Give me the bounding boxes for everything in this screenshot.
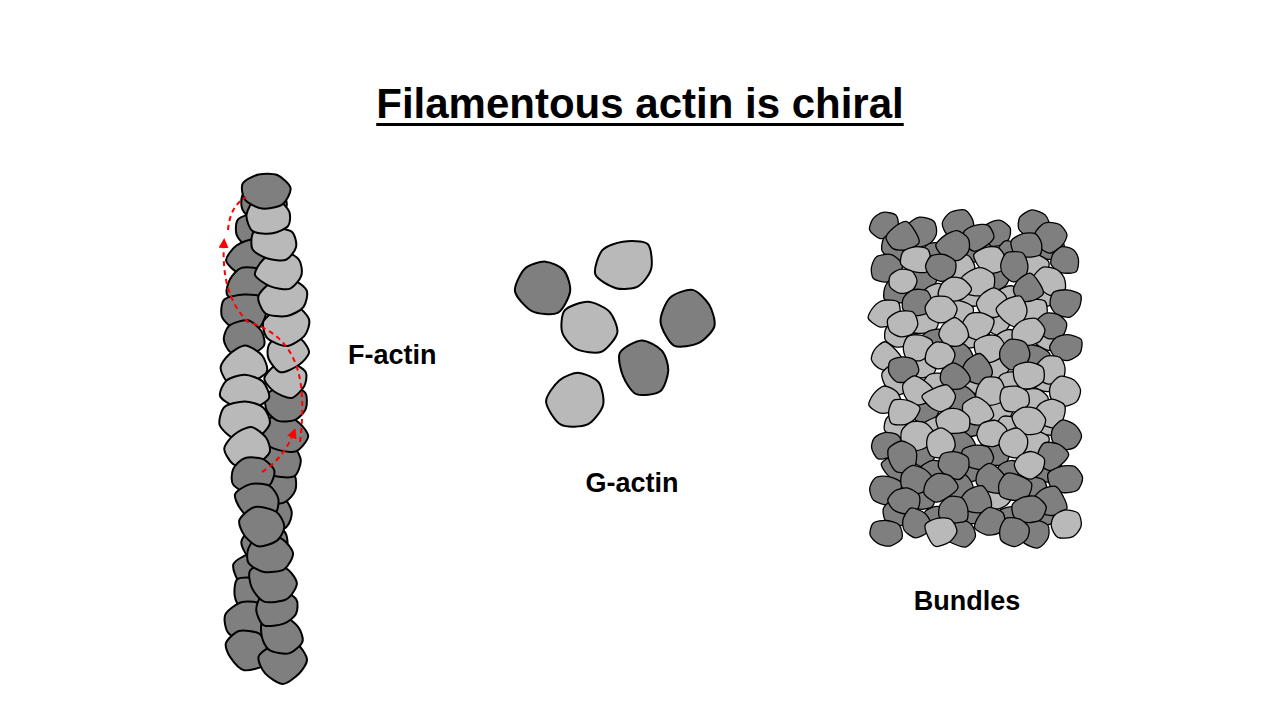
- actin-monomer: [1000, 518, 1030, 547]
- part-label: F-actin: [348, 340, 437, 371]
- actin-bundle: [868, 210, 1083, 548]
- actin-monomer: [515, 262, 570, 315]
- part-label: G-actin: [585, 468, 678, 499]
- g-actin-monomers: [515, 241, 715, 427]
- twist-arrow: [224, 242, 303, 442]
- twist-arrow: [228, 197, 246, 230]
- actin-monomer: [887, 311, 918, 337]
- actin-monomer: [661, 290, 715, 347]
- actin-monomer: [925, 518, 957, 547]
- f-actin-filament: [219, 174, 309, 684]
- actin-monomer: [1013, 362, 1044, 389]
- actin-monomer: [619, 340, 668, 395]
- actin-monomer: [239, 507, 284, 547]
- twist-arrow: [262, 432, 294, 472]
- actin-monomer: [595, 241, 652, 289]
- actin-monomer: [546, 373, 603, 427]
- actin-monomer: [886, 221, 919, 250]
- actin-monomer: [922, 385, 956, 412]
- part-label: Bundles: [914, 586, 1021, 617]
- actin-monomer: [561, 302, 617, 353]
- twist-arrows: [224, 197, 303, 472]
- actin-monomer: [870, 520, 903, 546]
- actin-monomer: [242, 174, 291, 209]
- diagram-title: Filamentous actin is chiral: [376, 80, 903, 128]
- actin-monomer: [1051, 510, 1081, 538]
